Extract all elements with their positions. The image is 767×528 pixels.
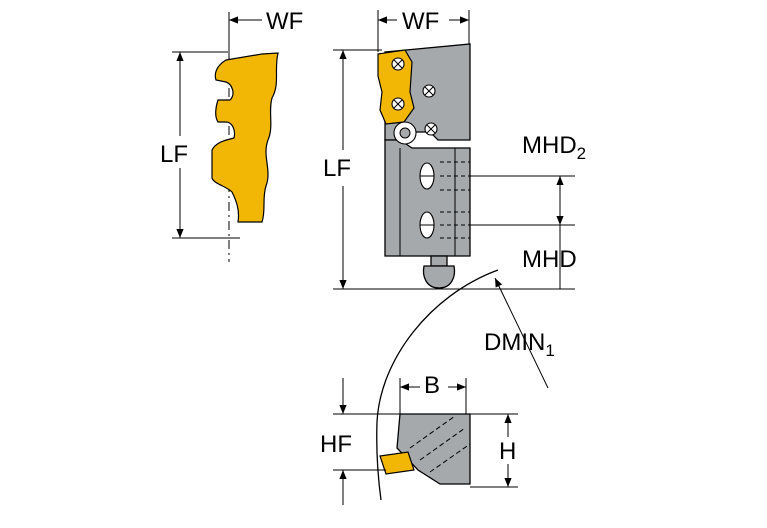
knob: [422, 265, 456, 289]
lf-left-label: LF: [160, 141, 188, 168]
clamp-centre-icon: [399, 127, 411, 139]
mhd-label: MHD: [522, 246, 577, 273]
wf-right-label-bg: [397, 8, 449, 34]
wf-right-label: WF: [402, 8, 439, 35]
insert-screw-top-icon: [391, 57, 405, 71]
dmin-dimension: DMIN1: [376, 269, 555, 501]
body-screw-2-icon: [424, 122, 438, 136]
h-label: H: [499, 438, 516, 465]
wf-left-label: WF: [266, 8, 303, 35]
dmin-label: DMIN1: [484, 329, 555, 360]
hidden-lines: [440, 161, 470, 239]
holder-shank: [384, 139, 471, 257]
section-hidden-line-1: [409, 415, 456, 449]
body-screw-1-icon: [422, 84, 436, 98]
section-hidden-line-3: [429, 443, 471, 473]
section-hidden-line-2: [419, 427, 466, 461]
dmin-arc: [376, 269, 499, 501]
dmin-leader: [494, 277, 549, 389]
bottom-view: B HF H: [320, 372, 518, 505]
right-view: WF LF: [323, 8, 586, 290]
insert-profile: [211, 52, 279, 223]
hf-label: HF: [320, 431, 352, 458]
knob-neck: [430, 255, 448, 267]
left-view: WF LF: [160, 8, 303, 262]
b-label: B: [424, 372, 440, 399]
section-body: [396, 413, 471, 485]
lf-right-label: LF: [323, 155, 351, 182]
mhd2-label: MHD2: [522, 132, 586, 163]
insert-screw-bottom-icon: [391, 97, 405, 111]
b-label-bg: [420, 372, 448, 398]
section-insert: [379, 451, 415, 475]
